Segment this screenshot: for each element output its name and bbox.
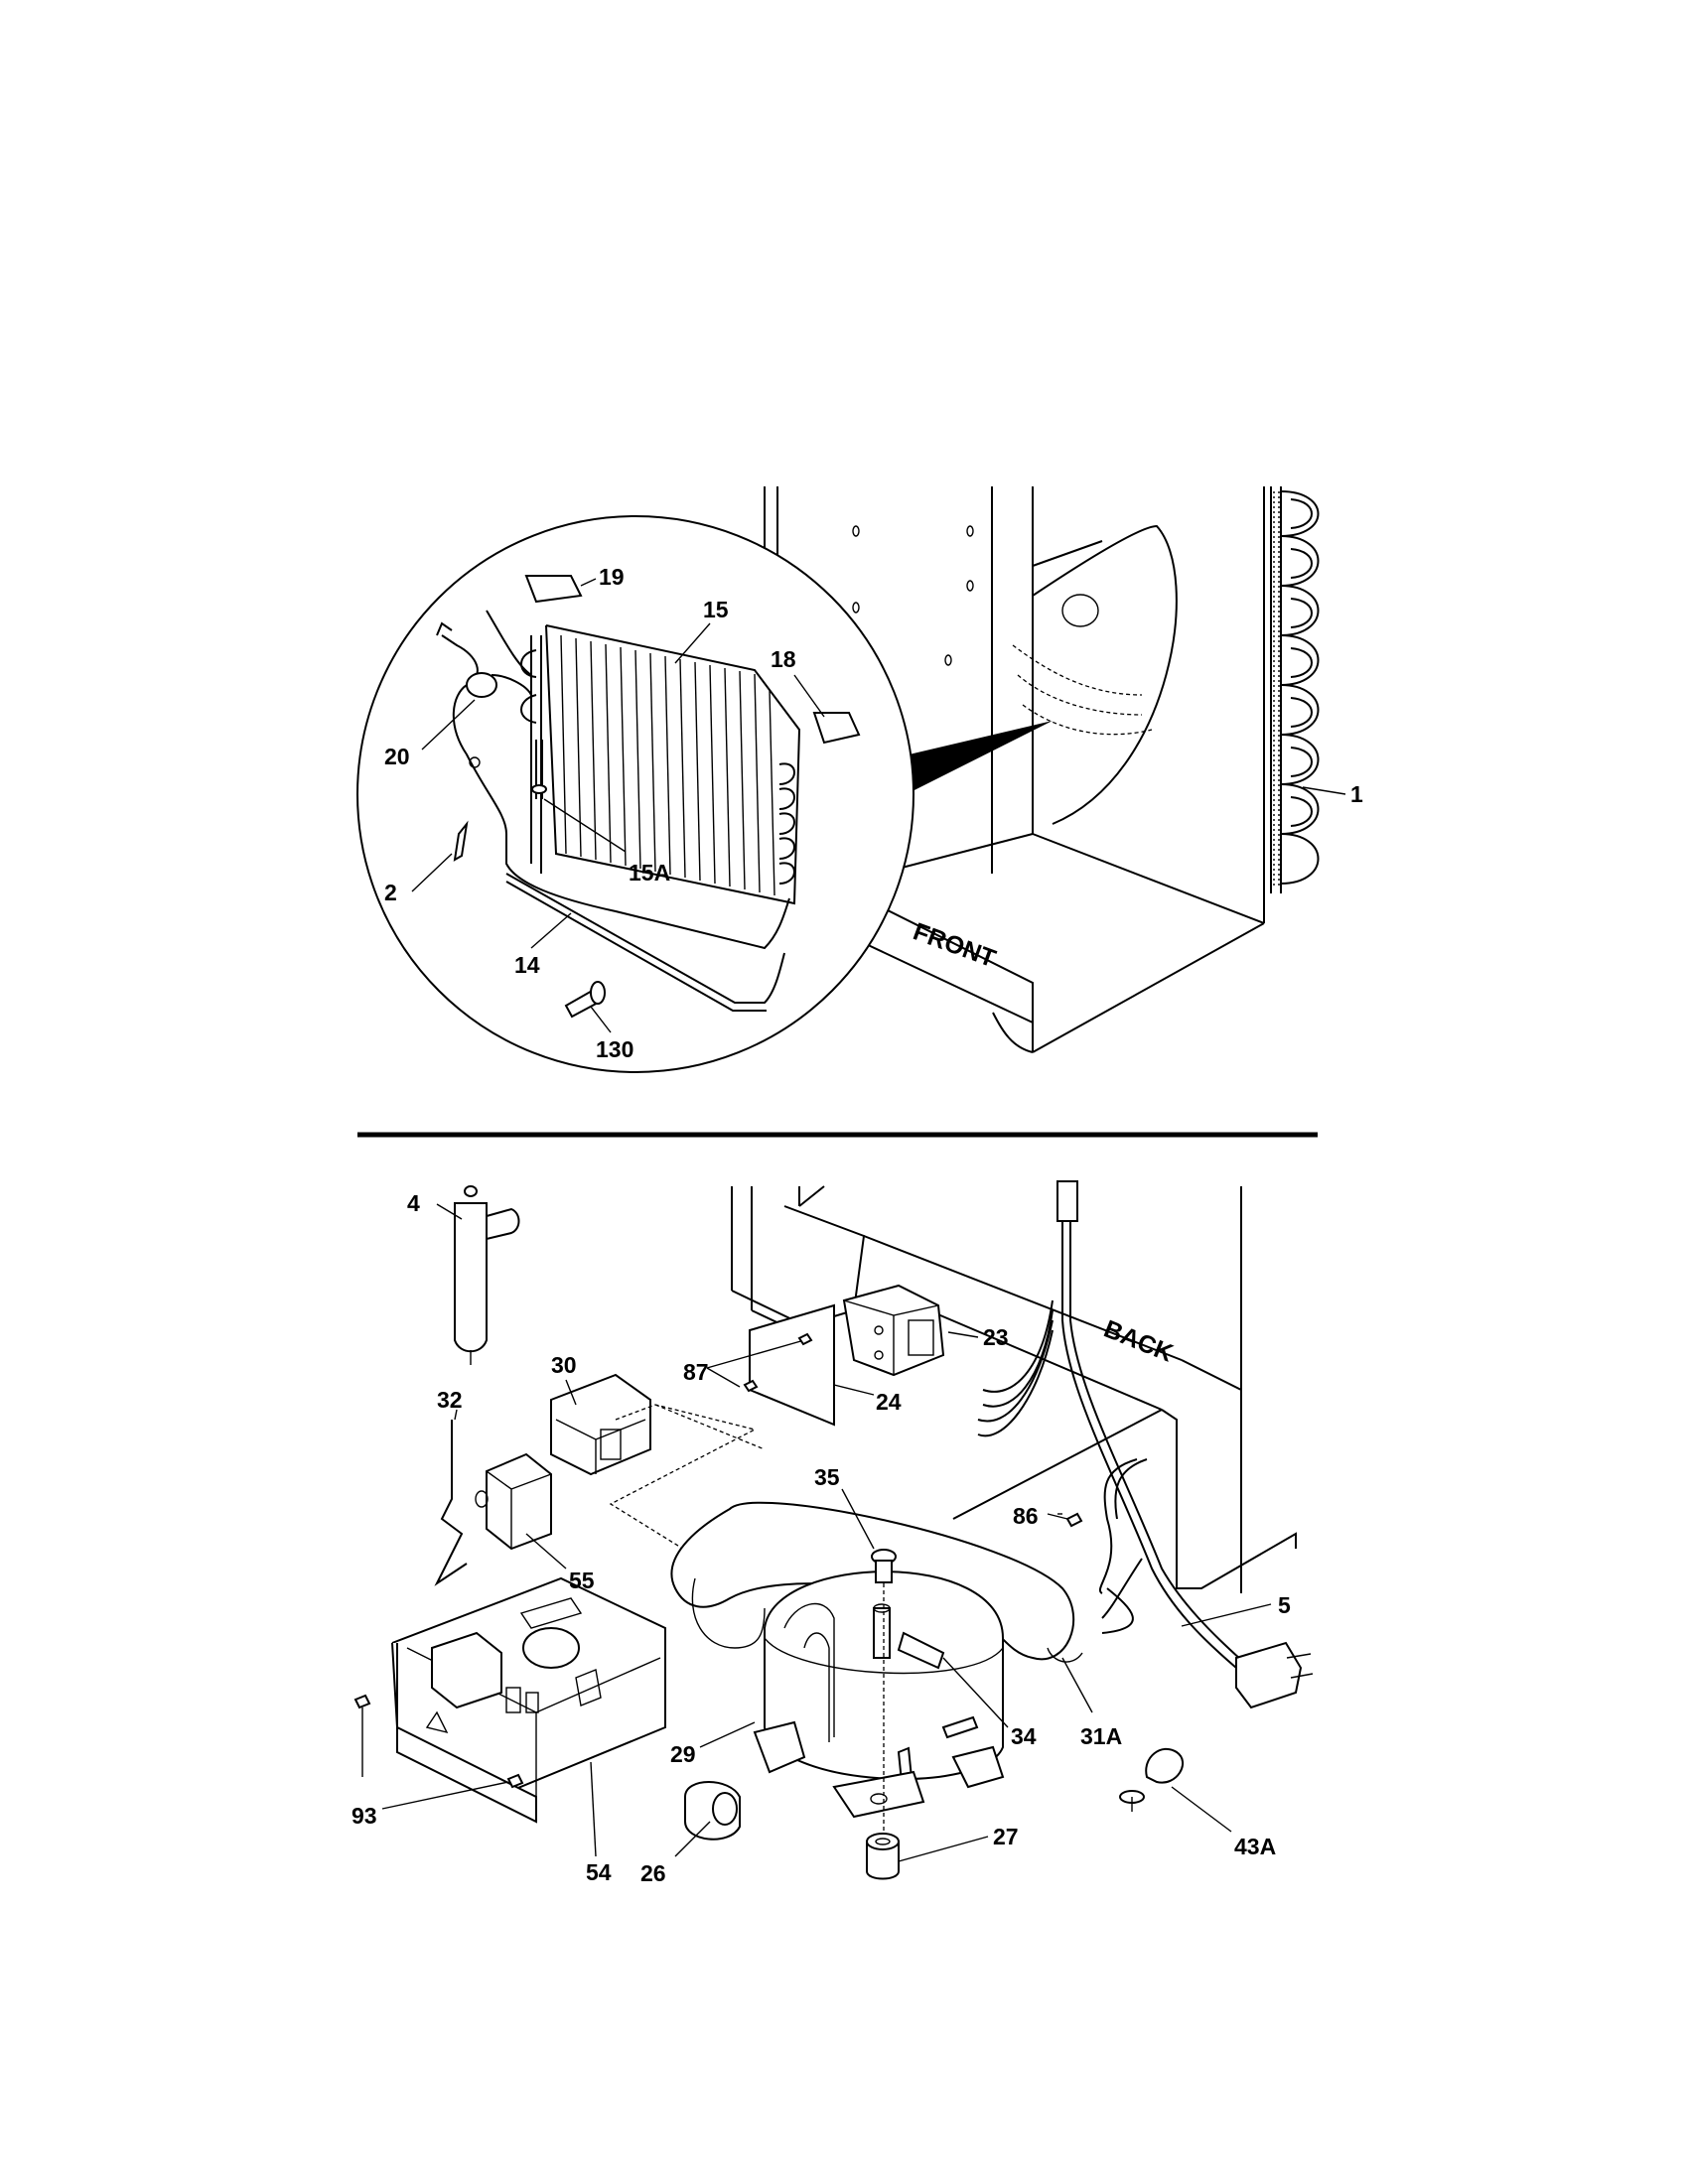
callout-15a: 15A xyxy=(629,860,670,886)
callout-26: 26 xyxy=(640,1860,666,1886)
ground-screw xyxy=(1065,1512,1083,1528)
mounting-bolt xyxy=(841,1488,897,1837)
callout-30: 30 xyxy=(551,1352,577,1378)
callout-54: 54 xyxy=(586,1859,612,1885)
callout-4: 4 xyxy=(407,1190,420,1216)
callout-18: 18 xyxy=(771,646,796,672)
callout-5: 5 xyxy=(1278,1592,1291,1618)
callout-20: 20 xyxy=(384,744,410,769)
callout-24: 24 xyxy=(876,1389,902,1415)
callout-15: 15 xyxy=(703,597,729,622)
callout-93: 93 xyxy=(352,1803,377,1829)
callout-31a: 31A xyxy=(1080,1723,1122,1749)
callout-130: 130 xyxy=(596,1036,633,1062)
callout-19: 19 xyxy=(599,564,625,590)
condenser-coil xyxy=(1270,486,1320,893)
start-capacitor xyxy=(475,1452,567,1570)
mounting-outline xyxy=(609,1404,766,1570)
wiring-harness xyxy=(977,1180,1314,1709)
control-box xyxy=(391,1576,666,1857)
callout-2: 2 xyxy=(384,880,397,905)
overload-wire xyxy=(434,1420,468,1586)
callout-23: 23 xyxy=(983,1324,1009,1350)
defrost-timer xyxy=(842,1284,979,1377)
control-box-screws xyxy=(353,1694,524,1810)
callout-1: 1 xyxy=(1350,781,1363,807)
compressor xyxy=(699,1570,1009,1819)
callout-27: 27 xyxy=(993,1824,1019,1849)
callout-34: 34 xyxy=(1011,1723,1037,1749)
callout-43a: 43A xyxy=(1234,1834,1276,1859)
callout-87: 87 xyxy=(683,1359,709,1385)
front-label: FRONT xyxy=(910,917,999,973)
callout-29: 29 xyxy=(670,1741,696,1767)
callout-35: 35 xyxy=(814,1464,840,1490)
callout-55: 55 xyxy=(569,1568,595,1593)
overload-cap xyxy=(674,1781,741,1857)
grommet xyxy=(866,1833,989,1880)
relay-assembly xyxy=(550,1373,651,1476)
cord-clamp xyxy=(1119,1747,1232,1833)
evaporator-detail-circle xyxy=(356,515,1346,1073)
callout-14: 14 xyxy=(514,952,540,978)
callout-32: 32 xyxy=(437,1387,463,1413)
timer-bracket xyxy=(749,1303,835,1427)
callout-86: 86 xyxy=(1013,1503,1039,1529)
filter-drier xyxy=(436,1185,520,1365)
back-label: BACK xyxy=(1100,1315,1177,1368)
